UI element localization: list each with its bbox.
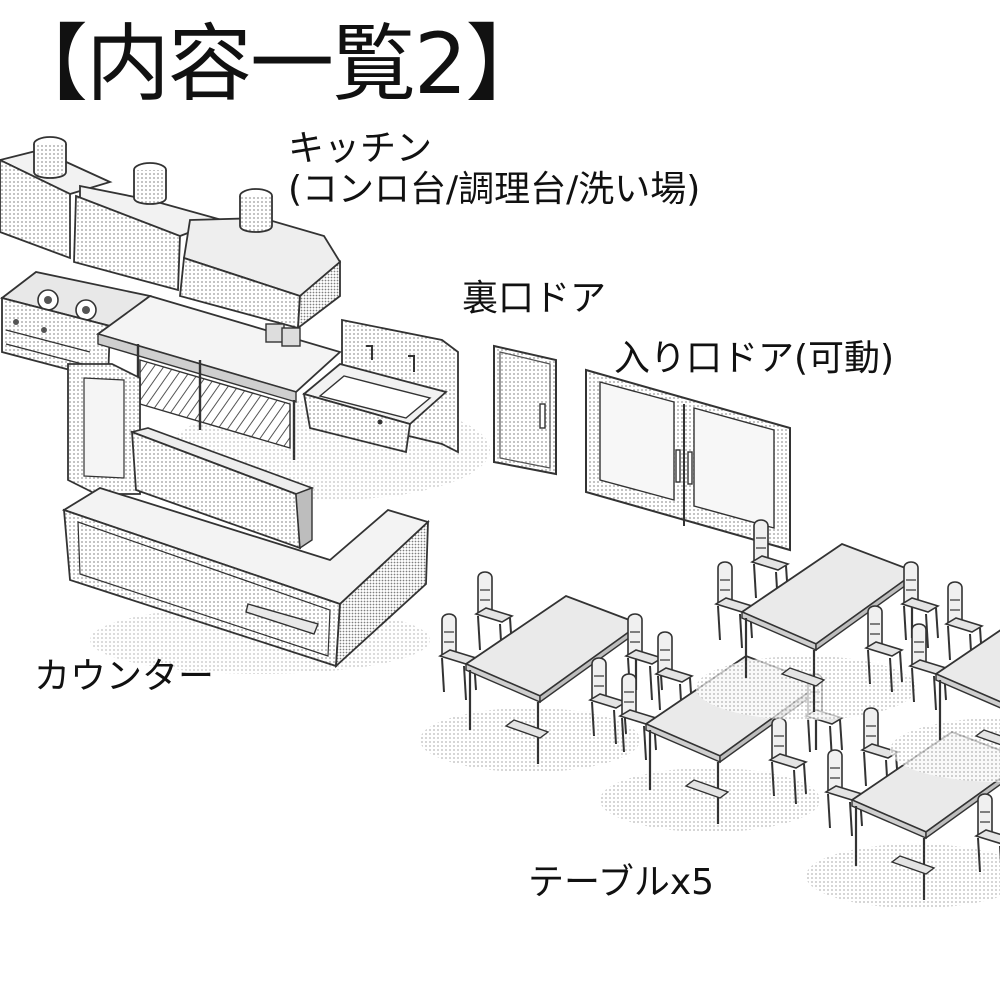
label-back-door: 裏口ドア xyxy=(462,278,607,319)
label-kitchen-detail: (コンロ台/調理台/洗い場) xyxy=(288,169,701,211)
page-title: 【内容一覧2】 xyxy=(4,15,549,113)
table-set-3 xyxy=(696,520,938,720)
dining-tables xyxy=(420,520,1000,908)
prep-table xyxy=(95,295,342,460)
back-door xyxy=(493,344,557,476)
label-entrance-door: 入り口ドア(可動) xyxy=(614,338,895,379)
duct-pipe xyxy=(33,136,273,233)
label-kitchen-name: キッチン xyxy=(288,128,433,169)
sink xyxy=(302,318,459,454)
label-counter: カウンター xyxy=(34,656,215,697)
stove xyxy=(0,271,153,382)
label-tables: テーブルx5 xyxy=(528,862,715,903)
entrance-door xyxy=(585,368,791,552)
label-kitchen: キッチン (コンロ台/調理台/洗い場) xyxy=(288,128,700,211)
table-set-1 xyxy=(420,572,662,772)
counter xyxy=(61,363,430,674)
